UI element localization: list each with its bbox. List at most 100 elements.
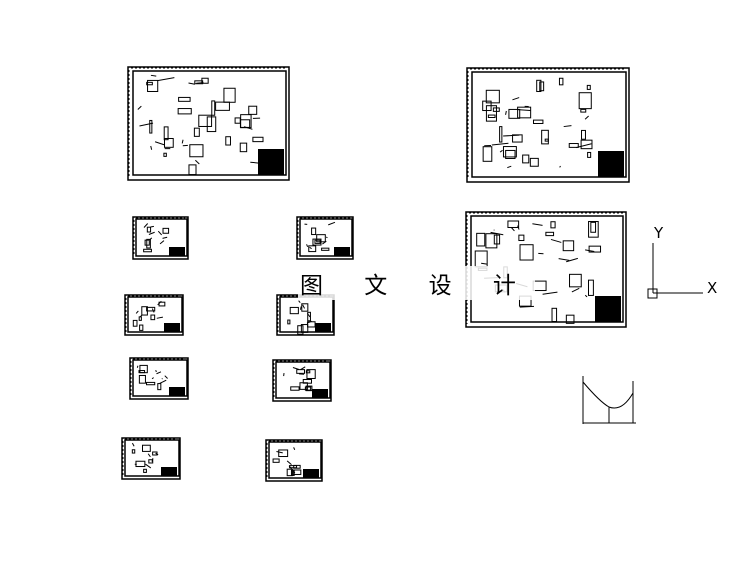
sheet-inner-border [132,359,188,397]
leader-line [542,291,558,295]
drawing-geometry [143,468,147,473]
sheet-inner-border [135,218,188,257]
drawing-geometry [550,221,556,229]
drawing-sheet-part-sheet-7[interactable] [121,437,181,480]
drawing-geometry [290,386,300,391]
leader-line [131,442,135,447]
drawing-geometry [146,238,151,249]
title-block [164,323,180,332]
sheet-outer-border [265,439,323,482]
drawing-geometry [139,324,144,331]
drawing-geometry [163,126,169,141]
sheet-inner-border [124,439,180,477]
leader-line [156,316,164,319]
leader-line [286,460,292,466]
drawing-geometry [545,231,555,237]
drawing-geometry [198,114,213,127]
leader-line [585,249,595,252]
drawing-geometry [132,319,138,327]
drawing-geometry [177,108,192,115]
drawing-geometry [152,451,158,456]
leader-line [150,74,157,77]
leader-line [490,231,504,236]
drawing-sheet-part-sheet-8[interactable] [265,439,323,482]
leader-line [558,258,570,261]
leader-line [510,227,515,232]
drawing-geometry [304,386,312,391]
leader-line [298,300,301,303]
drawing-geometry [562,240,575,252]
leader-line [159,240,165,245]
drawing-sheet-part-sheet-5[interactable] [129,357,189,400]
leader-line [302,304,306,309]
sheet-outer-border [272,359,332,402]
drawing-geometry [522,154,530,164]
drawing-geometry [300,324,309,333]
leader-line [584,115,589,120]
leader-line [276,451,283,454]
drawing-geometry [289,306,299,315]
drawing-sheet-assembly-sheet-1[interactable] [127,66,290,181]
drawing-geometry [189,144,204,158]
drawing-sheet-assembly-sheet-2[interactable] [466,67,630,183]
ucs-icon [647,243,703,299]
leader-line [137,105,142,110]
leader-line [584,294,588,298]
leader-line [164,375,168,379]
leader-line [156,371,162,375]
drawing-geometry [476,232,486,247]
leader-line [571,287,580,293]
drawing-geometry [278,449,289,458]
leader-line [326,236,328,239]
sheet-outer-border [296,216,354,260]
drawing-geometry [536,79,542,93]
drawing-sheet-part-sheet-4[interactable] [276,294,335,336]
leader-line [306,244,309,248]
leader-line [157,230,163,236]
leader-line [293,447,296,451]
drawing-geometry [164,137,174,148]
drawing-geometry [148,459,154,464]
drawing-sheet-part-sheet-6[interactable] [272,359,332,402]
drawing-geometry [272,458,280,463]
drawing-sheet-part-sheet-3[interactable] [124,294,184,336]
title-block [169,247,185,256]
drawing-geometry [234,117,241,124]
leader-line [145,463,152,469]
drawing-geometry [225,136,231,146]
drawing-geometry [485,89,500,104]
drawing-geometry [517,106,532,119]
drawing-sheet-part-sheet-1[interactable] [132,216,189,260]
title-block [258,149,284,175]
leader-line [243,126,253,130]
drawing-geometry [518,234,525,242]
drawing-geometry [147,79,159,92]
leader-line [300,306,302,310]
ucs-x-label: X [707,279,718,297]
drawing-geometry [158,301,166,307]
drawing-sheet-assembly-sheet-3[interactable] [465,211,627,328]
drawing-geometry [499,126,503,143]
drawing-geometry [492,107,500,112]
drawing-geometry [138,316,142,321]
sheet-inner-border [268,441,322,479]
title-block [303,469,319,478]
drawing-geometry [308,245,317,253]
drawing-geometry [211,100,216,116]
drawing-geometry [178,96,191,102]
drawing-geometry [305,385,313,392]
drawing-geometry [143,248,152,253]
leader-line [151,377,154,380]
drawing-sheet-part-sheet-2[interactable] [296,216,354,260]
drawing-geometry [252,136,264,143]
leader-line [481,262,488,265]
drawing-geometry [507,220,520,228]
drawing-geometry [193,127,200,137]
drawing-geometry [544,138,549,142]
drawing-geometry [307,311,311,322]
drawing-geometry [505,149,516,159]
leader-line [155,370,157,373]
drawing-geometry [146,226,152,233]
drawing-geometry [297,325,304,335]
